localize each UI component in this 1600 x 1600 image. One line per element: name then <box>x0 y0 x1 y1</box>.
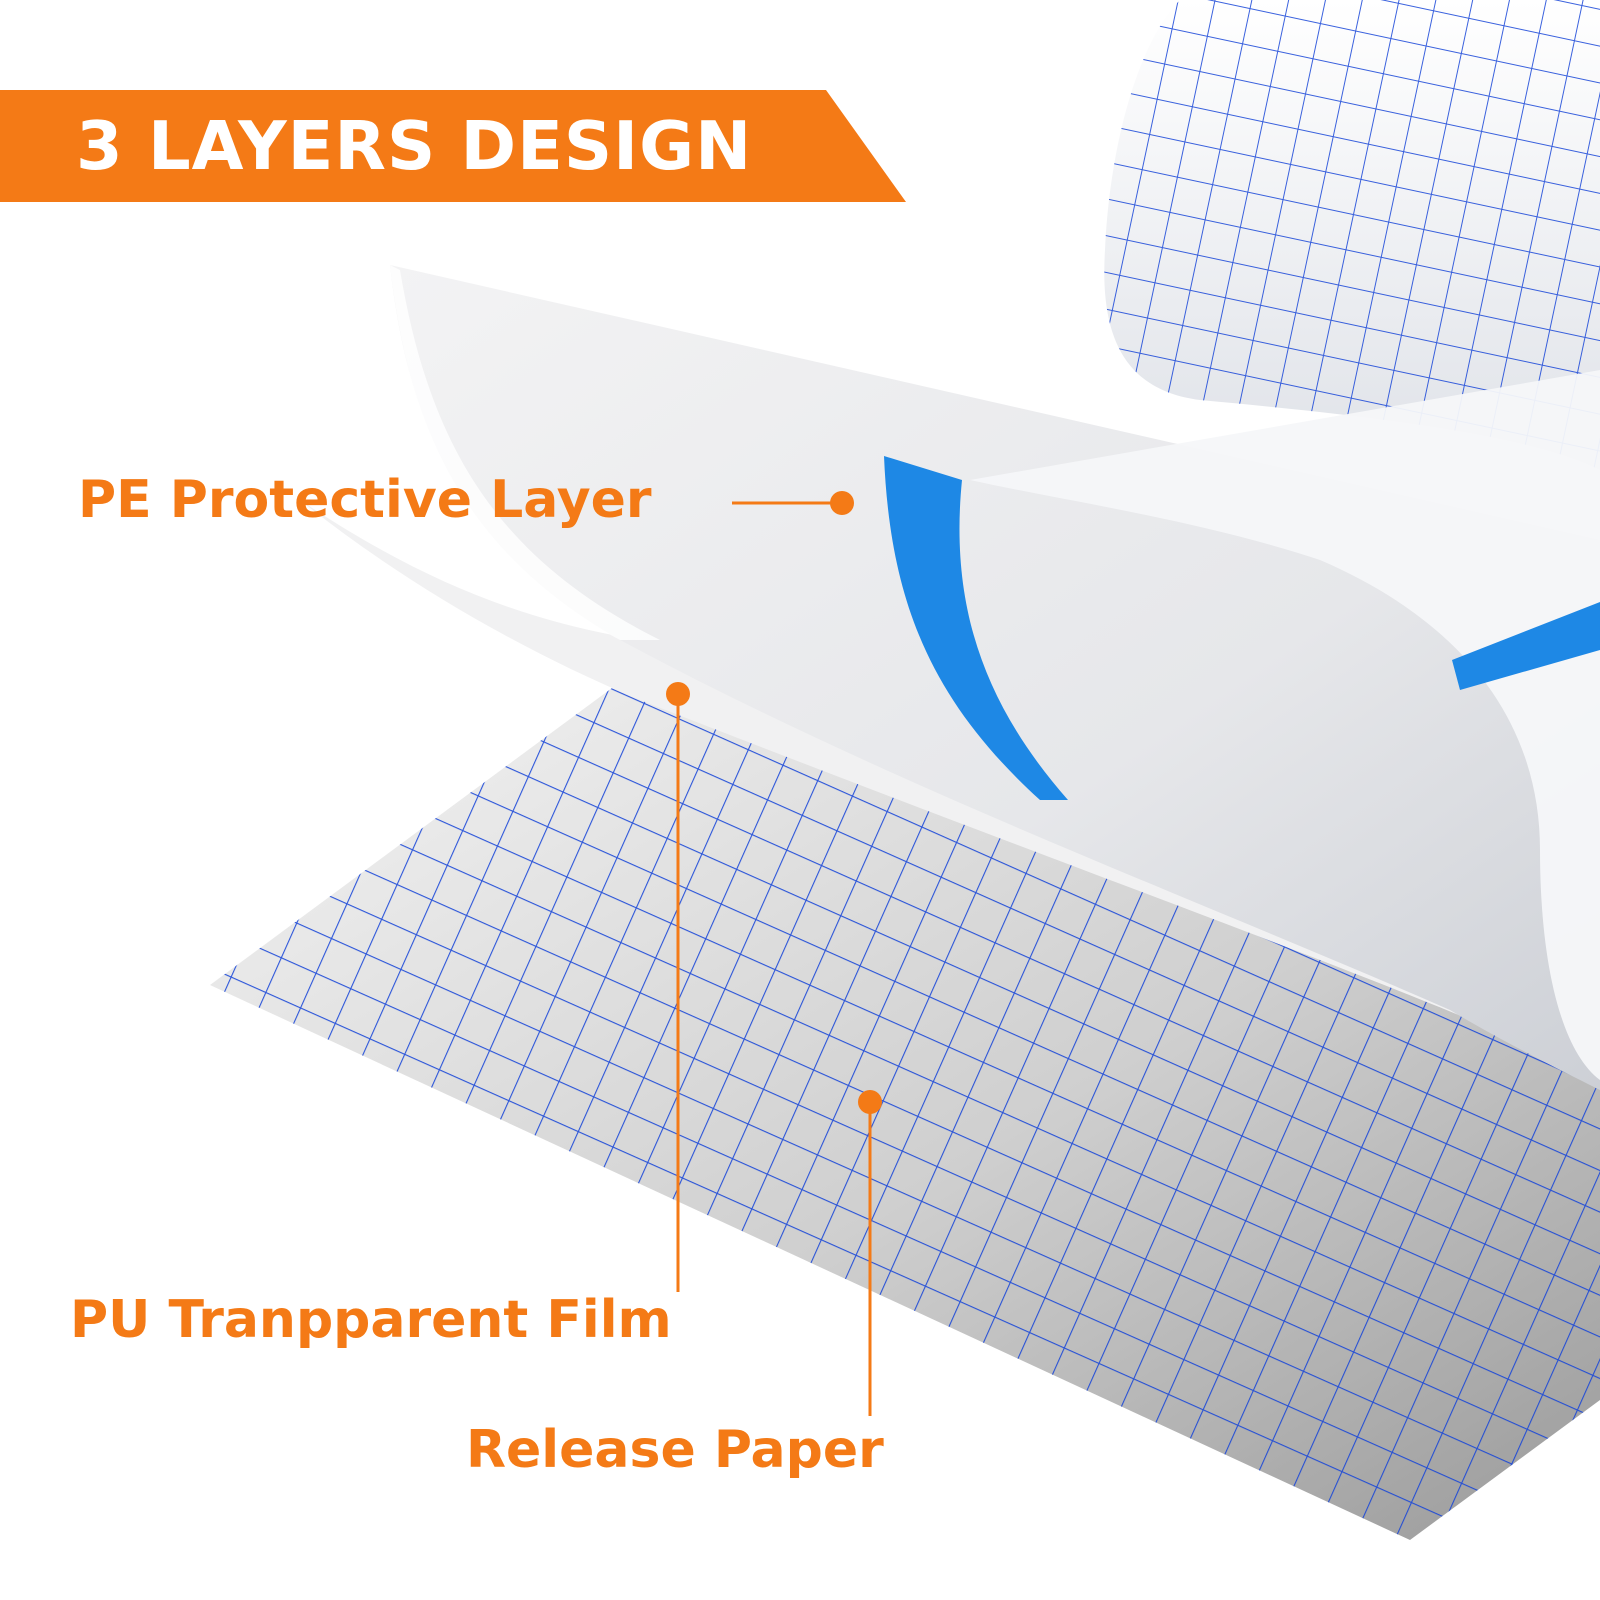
blue-tape-stripe <box>884 456 1600 800</box>
pe-layer-pointer <box>732 491 854 515</box>
release-paper-label: Release Paper <box>466 1420 884 1480</box>
pe-protective-layer-label: PE Protective Layer <box>78 470 652 530</box>
pu-film-dot <box>666 682 690 706</box>
release-paper-sheet <box>210 688 1600 1540</box>
pe-protective-sheet <box>390 265 1600 1090</box>
pu-film-pointer <box>666 682 690 1292</box>
release-paper-dot <box>858 1090 882 1114</box>
pu-transparent-film-label: PU Tranpparent Film <box>70 1290 672 1350</box>
pe-layer-dot <box>830 491 854 515</box>
header-banner <box>0 90 906 202</box>
banner-title: 3 LAYERS DESIGN <box>76 107 753 185</box>
film-roll <box>1104 0 1600 470</box>
release-paper-pointer <box>858 1090 882 1416</box>
